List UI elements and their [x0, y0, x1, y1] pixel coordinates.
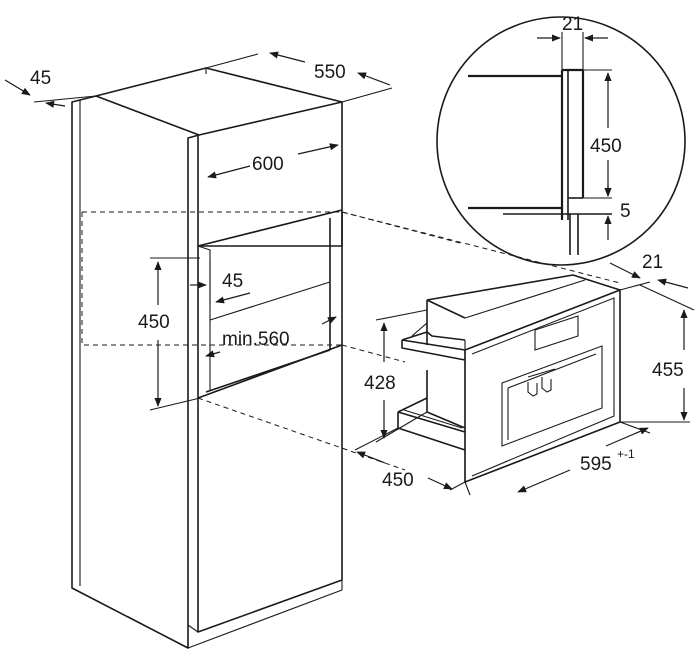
dim-niche-depth-label: min.560: [222, 329, 290, 350]
dim-front-thickness-label: 21: [642, 252, 663, 273]
dim-shelf-offset-45: 45: [190, 260, 251, 305]
dim-front-height-label: 455: [652, 360, 684, 381]
dim-front-width-tolerance: +-1: [617, 447, 635, 461]
tall-cabinet: [71, 67, 343, 649]
niche-projection-lines: [81, 211, 621, 471]
detail-dim-5-label: 5: [620, 201, 631, 222]
dim-side-panel-45: 45: [4, 68, 97, 108]
dim-niche-height-450: 450: [138, 257, 201, 411]
coffee-machine: [397, 274, 621, 483]
dim-niche-depth-min560: min.560: [205, 316, 337, 358]
dim-niche-height-label: 450: [138, 312, 170, 333]
detail-dim-5: 5: [604, 185, 631, 240]
dim-side-panel-label: 45: [30, 68, 51, 89]
dim-front-width-label: 595: [580, 454, 612, 475]
detail-dim-450-label: 450: [590, 136, 622, 157]
dim-body-depth-450: 450: [354, 427, 466, 491]
detail-dim-21: 21: [537, 14, 608, 70]
dim-shelf-offset-label: 45: [222, 271, 243, 292]
detail-circle: [436, 16, 686, 266]
detail-dim-21-label: 21: [562, 14, 583, 35]
dim-body-height-428: 428: [364, 309, 428, 443]
dim-body-depth-label: 450: [382, 470, 414, 491]
dim-depth-label: 550: [314, 62, 346, 83]
dim-body-height-label: 428: [364, 373, 396, 394]
dim-width-600: 600: [207, 143, 339, 179]
dim-width-label: 600: [252, 154, 284, 175]
detail-dim-450: 450: [590, 72, 622, 197]
dim-front-width-595: 595 +-1: [464, 421, 651, 496]
dim-front-thickness-21: 21: [609, 252, 695, 311]
dim-front-height-455: 455: [620, 309, 690, 423]
dim-depth-550: 550: [205, 51, 393, 103]
